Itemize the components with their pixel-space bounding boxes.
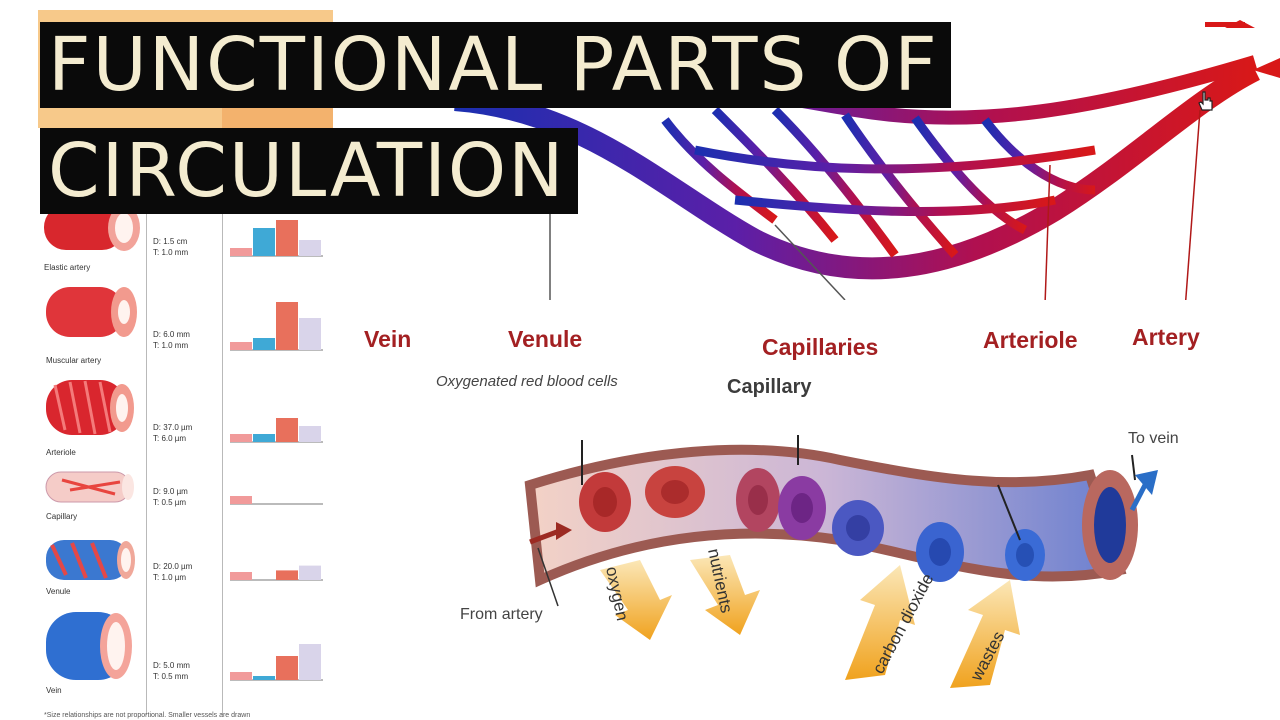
vessel-name: Venule	[46, 587, 71, 596]
tissue-bar	[253, 338, 275, 350]
tissue-bar	[299, 318, 321, 350]
capillary-mesh	[661, 106, 1096, 258]
vessel-dimensions: D: 9.0 µm T: 0.5 µm	[153, 487, 188, 507]
capillaries-pointer	[774, 224, 846, 300]
tissue-bar	[253, 228, 275, 256]
tissue-bars	[230, 220, 323, 681]
tissue-bar	[230, 672, 252, 680]
tissue-bar	[230, 248, 252, 256]
tissue-bar	[276, 656, 298, 680]
label-capillaries: Capillaries	[762, 334, 879, 360]
label-venule: Venule	[508, 326, 583, 352]
vein-image	[46, 612, 132, 680]
tissue-bar	[230, 434, 252, 442]
vessel-table: Elastic artery Muscular artery Arteriole…	[0, 0, 335, 720]
tissue-bar	[230, 572, 252, 580]
title-line-1: FUNCTIONAL PARTS OF	[40, 22, 951, 108]
title-line-2: CIRCULATION	[40, 128, 578, 214]
vessel-dimensions: D: 20.0 µm T: 1.0 µm	[153, 562, 193, 582]
tissue-bar	[299, 565, 321, 580]
table-divider	[222, 200, 223, 715]
to-vein-label: To vein	[1128, 430, 1179, 447]
tissue-bar	[299, 644, 321, 680]
exchange-arrows	[600, 555, 1020, 688]
vessel-dimensions: D: 5.0 mm T: 0.5 mm	[153, 661, 190, 681]
tissue-bar	[230, 342, 252, 350]
tissue-bar	[276, 570, 298, 580]
tissue-bar	[299, 426, 321, 442]
tissue-bar	[276, 418, 298, 442]
vessel-name: Elastic artery	[44, 263, 91, 272]
nutrients-arrow	[690, 555, 760, 635]
oxygen-arrow	[600, 560, 672, 640]
arteriole-pointer	[1044, 164, 1051, 300]
muscular-artery-image	[46, 287, 137, 337]
tissue-bar	[253, 434, 275, 442]
to-vein-arrow	[1129, 483, 1148, 512]
vessel-dimensions: D: 1.5 cm T: 1.0 mm	[153, 237, 189, 257]
arteriole-image	[46, 380, 134, 435]
tissue-bar	[253, 676, 275, 680]
vessel-illustrations	[44, 205, 323, 681]
vessel-name: Vein	[46, 686, 62, 695]
capillary-title: Capillary	[727, 376, 812, 398]
label-vein: Vein	[364, 326, 412, 352]
vessel-dimensions: D: 6.0 mm T: 1.0 mm	[153, 330, 190, 350]
venule-image	[46, 540, 135, 580]
hand-cursor-icon	[1198, 91, 1213, 111]
capillary-image	[45, 471, 134, 503]
vessel-lower	[454, 60, 1260, 280]
tissue-bar	[276, 220, 298, 256]
wastes-arrow	[950, 580, 1020, 688]
vessel-name: Muscular artery	[46, 356, 102, 365]
tissue-bar	[230, 496, 252, 504]
vessel-name: Capillary	[46, 512, 78, 521]
tissue-bar	[276, 302, 298, 350]
vessel-dimensions: D: 37.0 µm T: 6.0 µm	[153, 423, 193, 443]
label-arteriole: Arteriole	[983, 327, 1078, 353]
label-artery: Artery	[1132, 324, 1200, 350]
artery-pointer	[1184, 109, 1201, 300]
elastic-artery-image	[44, 205, 140, 251]
from-artery-label: From artery	[460, 606, 543, 623]
oxygenated-cells-label: Oxygenated red blood cells	[436, 373, 618, 390]
table-footnote: *Size relationships are not proportional…	[44, 712, 251, 719]
vessel-name: Arteriole	[46, 448, 76, 457]
capillary-illustration: oxygen nutrients carbon dioxide wastes	[524, 435, 1158, 688]
tissue-bar	[299, 240, 321, 256]
carbon-dioxide-arrow	[845, 565, 915, 680]
table-divider	[146, 200, 147, 715]
red-blood-cells	[579, 466, 1045, 582]
